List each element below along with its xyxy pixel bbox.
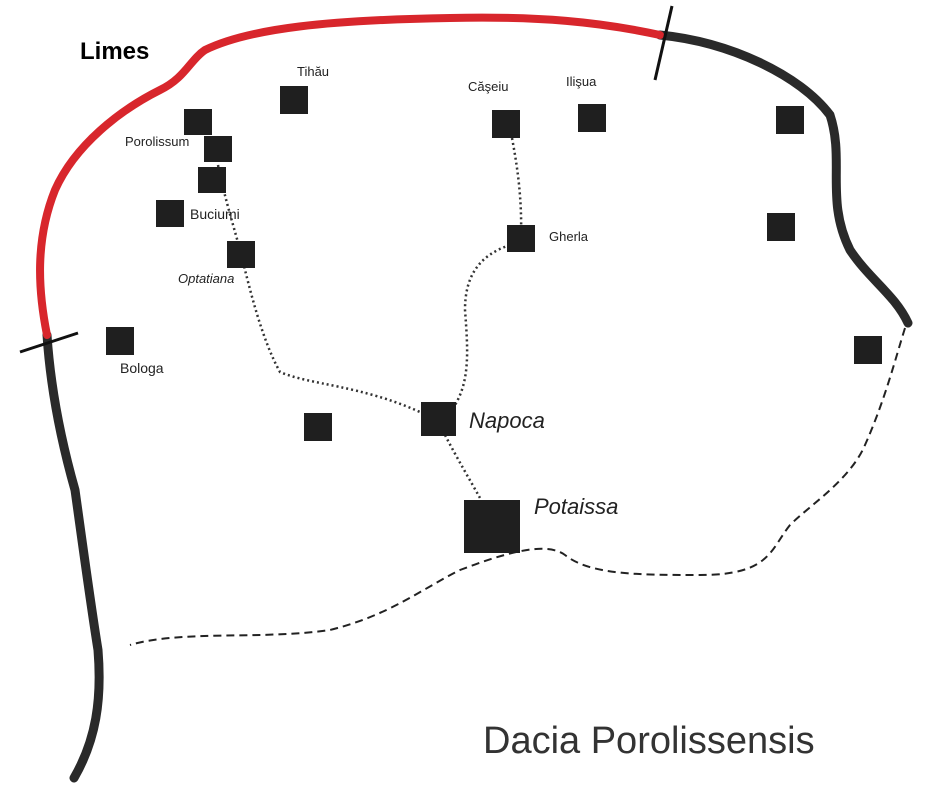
province-boundary <box>129 327 906 646</box>
fort-south <box>304 413 332 441</box>
fort-caseiu <box>492 110 520 138</box>
limes-end-mark-east <box>653 5 674 81</box>
map-title: Dacia Porolissensis <box>483 720 815 762</box>
fort-optatiana <box>227 241 255 268</box>
fort-gherla <box>507 225 535 252</box>
label-ilisua: Ilişua <box>566 74 597 89</box>
fort-buciumi <box>156 200 184 227</box>
label-buciumi: Buciumi <box>190 206 240 222</box>
road-napoca-potaissa <box>443 434 482 499</box>
label-gherla: Gherla <box>549 229 589 244</box>
forts <box>106 86 882 553</box>
limes-end-mark-west <box>19 331 79 354</box>
limes-label: Limes <box>80 38 150 65</box>
road-gherla-napoca <box>453 243 511 406</box>
limes-line <box>36 13 664 339</box>
label-potaissa: Potaissa <box>534 494 619 519</box>
fort-porolissum-south <box>198 167 226 193</box>
fort-bologa <box>106 327 134 355</box>
fort-potaissa <box>464 500 520 553</box>
roads <box>216 137 523 499</box>
road-caseiu-gherla <box>510 137 523 239</box>
fort-east <box>767 213 795 241</box>
label-bologa: Bologa <box>120 360 164 376</box>
border-west <box>42 330 104 783</box>
fort-tihau <box>280 86 308 114</box>
label-caseiu: Căşeiu <box>468 79 509 94</box>
label-porolissum: Porolissum <box>125 134 190 149</box>
fort-napoca <box>421 402 456 436</box>
fort-ilisua <box>578 104 606 132</box>
fort-porolissum-north <box>184 109 212 135</box>
fort-northeast <box>776 106 804 134</box>
fort-southeast <box>854 336 882 364</box>
fort-porolissum <box>204 136 232 162</box>
label-tihau: Tihău <box>297 64 330 79</box>
label-napoca: Napoca <box>469 408 545 433</box>
label-optatiana: Optatiana <box>178 271 235 286</box>
road-porolissum-napoca <box>216 164 421 414</box>
border-east <box>655 30 913 328</box>
